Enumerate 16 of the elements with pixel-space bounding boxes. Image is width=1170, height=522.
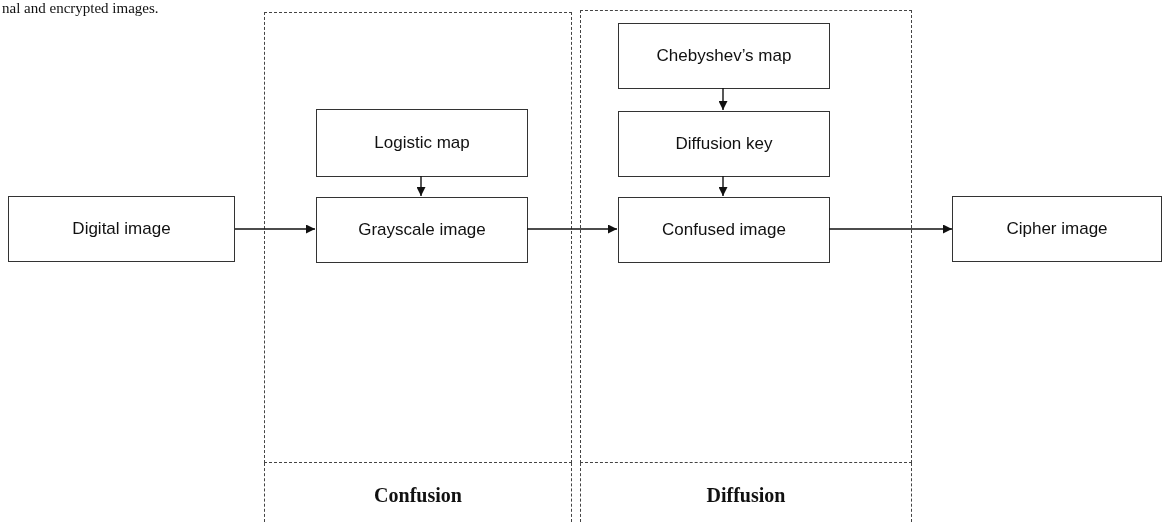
arrow bbox=[234, 224, 316, 234]
caption-text: nal and encrypted images. bbox=[2, 0, 159, 16]
process-box: Confused image bbox=[618, 197, 830, 263]
arrow bbox=[718, 87, 728, 111]
process-box: Grayscale image bbox=[316, 197, 528, 263]
arrow bbox=[416, 175, 426, 197]
region-title: Confusion bbox=[373, 484, 463, 507]
process-box: Logistic map bbox=[316, 109, 528, 177]
arrow bbox=[828, 224, 953, 234]
process-box: Cipher image bbox=[952, 196, 1162, 262]
process-box: Digital image bbox=[8, 196, 235, 262]
process-box: Diffusion key bbox=[618, 111, 830, 177]
arrow bbox=[526, 224, 618, 234]
region-title: Diffusion bbox=[705, 484, 787, 507]
arrow bbox=[718, 175, 728, 197]
process-box: Chebyshev’s map bbox=[618, 23, 830, 89]
